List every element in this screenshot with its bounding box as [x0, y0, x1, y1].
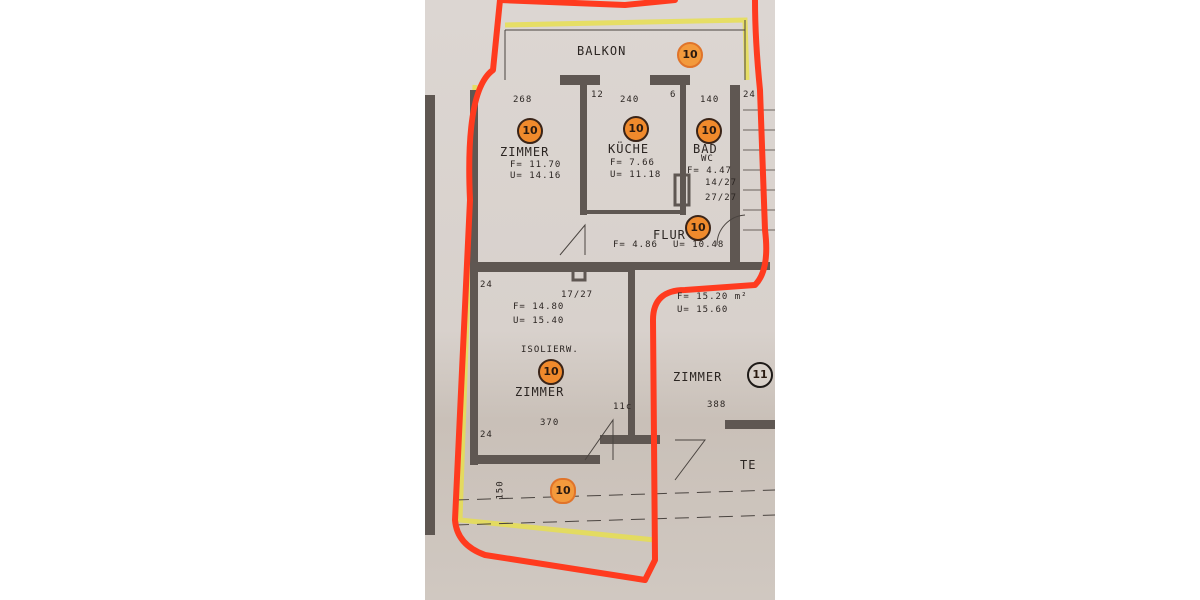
- room-badge-kueche: 10: [623, 116, 649, 142]
- room-note-bad: 14/27: [705, 178, 738, 188]
- room-note-isolierwand: ISOLIERW.: [521, 345, 579, 355]
- room-area-bad: F= 4.47: [687, 166, 732, 176]
- dimension-label: 150: [495, 480, 506, 500]
- room-badge-bad: 10: [696, 118, 722, 144]
- dimension-label: 24: [480, 430, 493, 440]
- dimension-label: 24: [743, 90, 756, 100]
- room-badge-balkon: 10: [677, 42, 703, 68]
- room-badge-terrace: 10: [550, 478, 576, 504]
- room-badge-zimmer-2: 10: [538, 359, 564, 385]
- room-label-zimmer-1: ZIMMER: [500, 145, 550, 159]
- dimension-label: 268: [513, 95, 533, 105]
- dimension-label: 24: [480, 280, 493, 290]
- room-height-note: 11c: [613, 402, 633, 412]
- room-perimeter-zimmer-2: U= 15.40: [513, 316, 565, 326]
- room-label-kueche: KÜCHE: [608, 142, 650, 156]
- room-area-zimmer-2: F= 14.80: [513, 302, 565, 312]
- floor-plan-drawing: [425, 0, 775, 583]
- floor-plan-photo: BALKON 10 268 12 240 6 140 24 10 ZIMMER …: [425, 0, 775, 600]
- room-perimeter-zimmer-3: U= 15.60: [677, 305, 729, 315]
- room-area-flur: F= 4.86: [613, 240, 658, 250]
- dimension-label: 6: [670, 90, 677, 100]
- room-label-flur: FLUR: [653, 228, 686, 242]
- room-perimeter-flur: U= 10.48: [673, 240, 725, 250]
- room-label-zimmer-2: ZIMMER: [515, 385, 565, 399]
- room-label-zimmer-3: ZIMMER: [673, 370, 723, 384]
- dimension-label: 240: [620, 95, 640, 105]
- room-label-terrasse: TE: [740, 458, 757, 472]
- room-area-kueche: F= 7.66: [610, 158, 655, 168]
- room-note-zimmer-2: 17/27: [561, 290, 594, 300]
- room-label-balkon: BALKON: [577, 44, 627, 58]
- door-swings: [454, 20, 775, 526]
- red-marker-outline: [452, 0, 770, 583]
- room-area-zimmer-3: F= 15.20 m²: [677, 292, 748, 302]
- dimension-label: 140: [700, 95, 720, 105]
- room-badge-zimmer-3: 11: [747, 362, 773, 388]
- room-label-bad: BAD: [693, 142, 718, 156]
- walls: [425, 75, 775, 535]
- room-label-wc: WC: [701, 154, 714, 164]
- room-width-zimmer-3: 388: [707, 400, 727, 410]
- room-perimeter-kueche: U= 11.18: [610, 170, 662, 180]
- dimension-label: 12: [591, 90, 604, 100]
- room-perimeter-zimmer-1: U= 14.16: [510, 171, 562, 181]
- room-badge-zimmer-1: 10: [517, 118, 543, 144]
- room-width-zimmer-2: 370: [540, 418, 560, 428]
- room-area-zimmer-1: F= 11.70: [510, 160, 562, 170]
- room-note-bad: 27/27: [705, 193, 738, 203]
- room-badge-flur: 10: [685, 215, 711, 241]
